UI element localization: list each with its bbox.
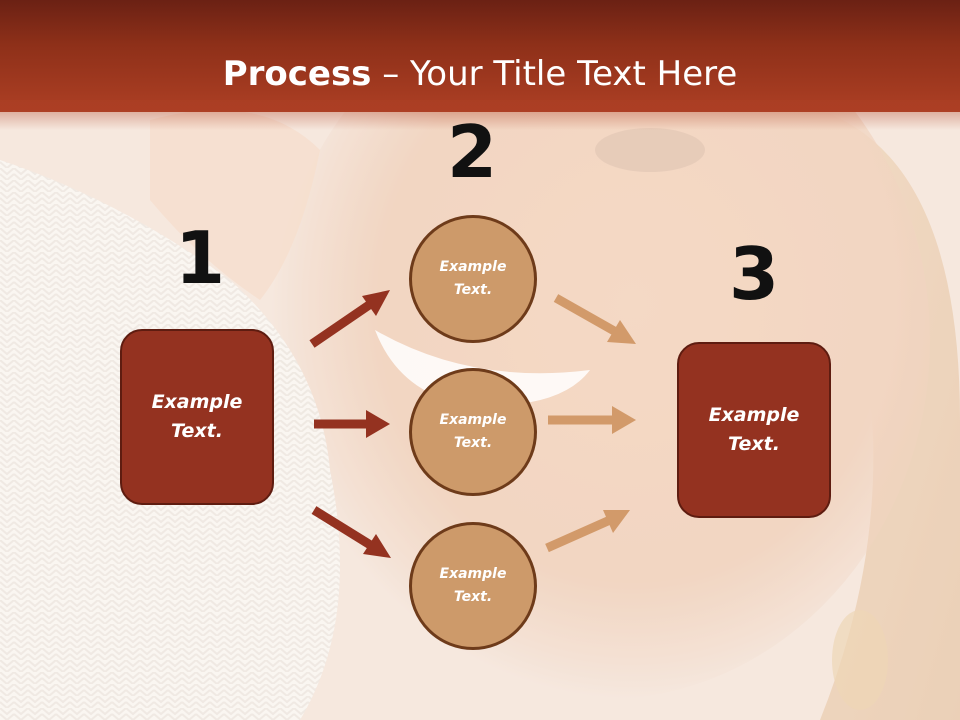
step-number-2: 2 — [446, 110, 498, 194]
arrow-from-middle — [548, 406, 636, 434]
arrow-to-middle — [314, 410, 390, 438]
process-circle-bottom-text: Example Text. — [439, 566, 507, 605]
process-box-right[interactable]: Example Text. — [677, 342, 831, 518]
process-circle-top[interactable]: Example Text. — [409, 215, 537, 343]
title-bar-fade — [0, 100, 960, 130]
title-bold: Process — [222, 54, 372, 94]
step-number-1: 1 — [174, 216, 226, 300]
arrow-from-bottom — [545, 510, 630, 553]
title-bar — [0, 0, 960, 112]
arrow-from-top — [553, 294, 636, 344]
process-circle-middle[interactable]: Example Text. — [409, 368, 537, 496]
slide-title[interactable]: Process – Your Title Text Here — [0, 52, 960, 96]
process-box-left[interactable]: Example Text. — [120, 329, 274, 505]
title-rest: – Your Title Text Here — [371, 54, 738, 94]
process-circle-bottom[interactable]: Example Text. — [409, 522, 537, 650]
arrow-to-bottom — [311, 506, 391, 558]
arrow-to-top — [309, 290, 390, 348]
process-box-right-text: Example Text. — [708, 404, 800, 455]
process-circle-middle-text: Example Text. — [439, 412, 507, 451]
step-number-3: 3 — [728, 232, 780, 316]
process-circle-top-text: Example Text. — [439, 259, 507, 298]
process-box-left-text: Example Text. — [151, 391, 243, 442]
